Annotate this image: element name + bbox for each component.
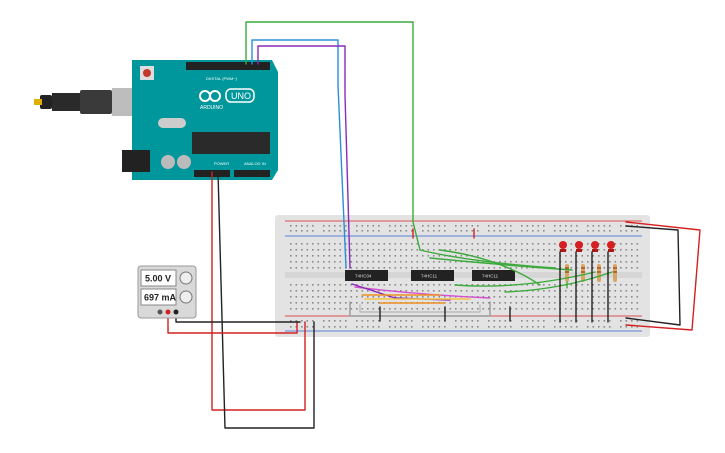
ground-terminal[interactable] bbox=[157, 309, 163, 315]
wire-green-signal-1[interactable] bbox=[419, 249, 556, 269]
voltage-readout: 5.00 V bbox=[145, 274, 171, 284]
digital-header[interactable] bbox=[186, 62, 270, 70]
analog-header[interactable] bbox=[234, 170, 270, 177]
led-2[interactable] bbox=[575, 241, 583, 252]
led-array[interactable] bbox=[559, 241, 615, 252]
wire-black-arduino-gnd[interactable] bbox=[217, 171, 315, 429]
chip-74hc04[interactable]: 74HC04 bbox=[345, 270, 388, 281]
voltage-display[interactable] bbox=[140, 269, 177, 287]
arduino-logo: ARDUINO UNO bbox=[199, 88, 255, 111]
resistor-2 bbox=[581, 264, 585, 282]
current-readout: 697 mA bbox=[144, 293, 177, 303]
resistor-4 bbox=[613, 264, 617, 282]
chip-label: 74HC11 bbox=[421, 274, 438, 279]
wire-green-signal-4[interactable] bbox=[504, 271, 613, 293]
current-display[interactable] bbox=[140, 288, 177, 306]
chip-label: 74HC11 bbox=[482, 274, 499, 279]
current-knob[interactable] bbox=[179, 290, 193, 304]
power-supply[interactable]: 5.00 V 697 mA bbox=[137, 265, 197, 319]
wire-purple-arduino[interactable] bbox=[257, 45, 351, 269]
wire-pink-signal[interactable] bbox=[354, 286, 491, 299]
wire-green-signal-3[interactable] bbox=[454, 271, 596, 287]
wire-red-arduino-power[interactable] bbox=[211, 171, 306, 411]
wire-blue-arduino[interactable] bbox=[251, 39, 347, 269]
negative-terminal[interactable] bbox=[173, 309, 179, 315]
wire-gray-1[interactable] bbox=[349, 301, 491, 317]
chip-label: 74HC04 bbox=[355, 274, 372, 279]
arduino-brand: ARDUINO bbox=[200, 105, 223, 111]
resistor-3 bbox=[597, 264, 601, 282]
wire-gray-2[interactable] bbox=[359, 304, 481, 313]
breadboard[interactable] bbox=[275, 215, 650, 337]
voltage-knob[interactable] bbox=[179, 271, 193, 285]
power-label: POWER bbox=[214, 161, 229, 166]
analog-label: ANALOG IN bbox=[244, 161, 266, 166]
atmega-chip bbox=[192, 132, 270, 154]
usb-cable[interactable] bbox=[34, 88, 140, 116]
chip-74hc11-b[interactable]: 74HC11 bbox=[472, 270, 515, 281]
digital-label: DIGITAL (PWM~) bbox=[206, 76, 238, 81]
wire-green-arduino[interactable] bbox=[245, 21, 421, 251]
positive-terminal[interactable] bbox=[165, 309, 171, 315]
wire-red-psu[interactable] bbox=[167, 312, 298, 334]
power-jack[interactable] bbox=[122, 150, 150, 172]
arduino-model: UNO bbox=[231, 91, 251, 101]
arduino-uno-board[interactable]: ARDUINO UNO DIGITAL (PWM~) POWER ANALOG … bbox=[122, 60, 278, 180]
wire-green-signal-5[interactable] bbox=[439, 249, 541, 286]
wire-red-right-rail[interactable] bbox=[625, 221, 701, 331]
led-1[interactable] bbox=[559, 241, 567, 252]
led-4[interactable] bbox=[607, 241, 615, 252]
chip-74hc11-a[interactable]: 74HC11 bbox=[411, 270, 454, 281]
led-3[interactable] bbox=[591, 241, 599, 252]
wire-black-right-rail[interactable] bbox=[625, 225, 681, 326]
resistor-1 bbox=[565, 264, 569, 282]
